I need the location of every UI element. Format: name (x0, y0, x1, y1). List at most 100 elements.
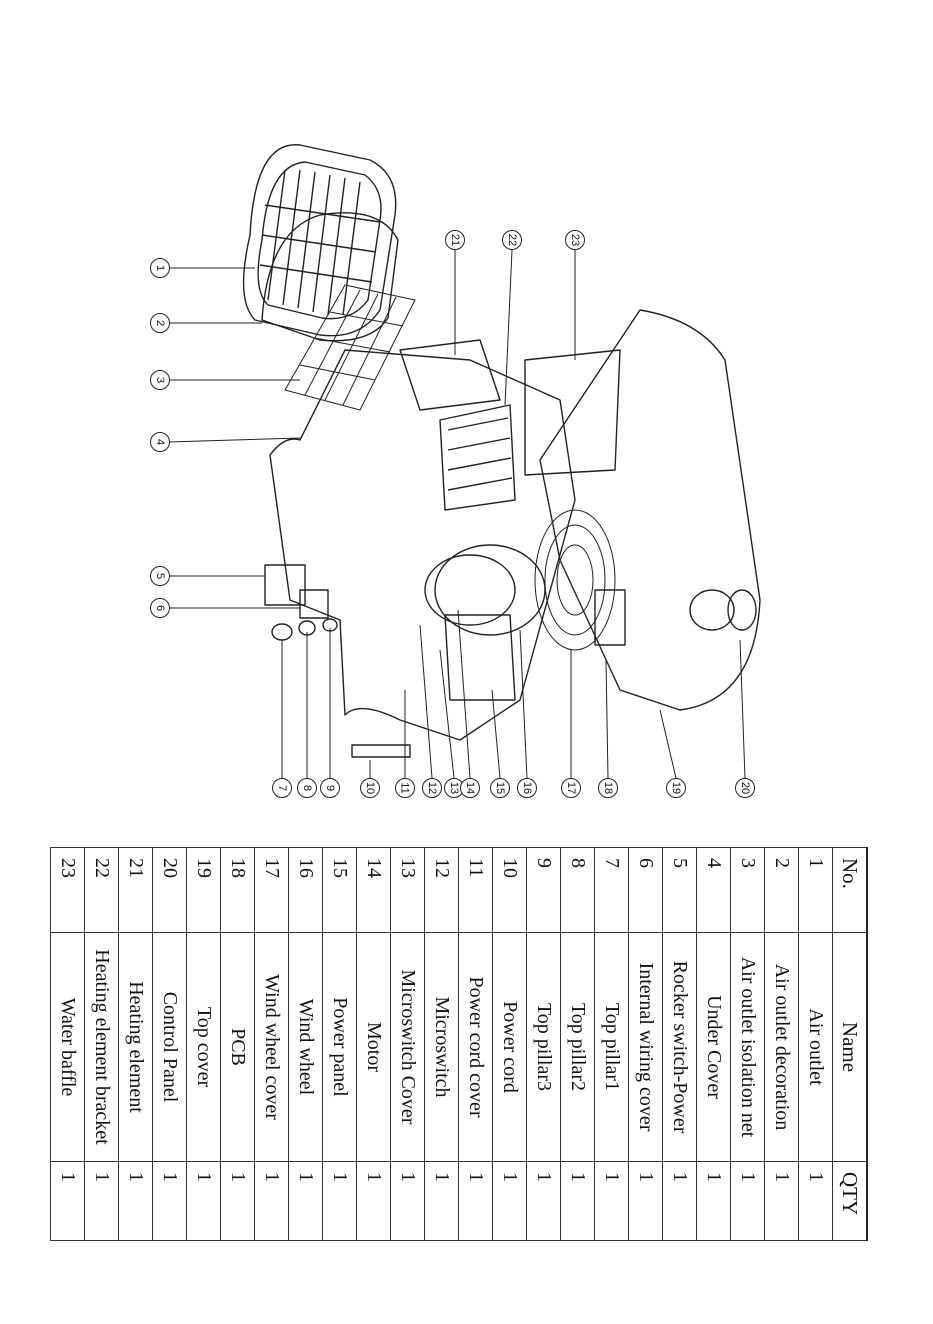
cell-name: Power cord cover (458, 932, 493, 1162)
cell-qty: 1 (424, 1161, 459, 1241)
cell-name: Internal wiring cover (628, 932, 663, 1162)
cell-qty: 1 (696, 1161, 731, 1241)
air-outlet-decoration-drawing (261, 212, 399, 342)
cell-no: 14 (356, 847, 391, 933)
wind-wheel-cover-drawing (534, 509, 616, 651)
pcb-drawing (594, 589, 626, 646)
callout-18: 18 (598, 778, 618, 798)
cell-no: 7 (594, 847, 629, 933)
power-cord-drawing (351, 744, 411, 758)
cell-qty: 1 (560, 1161, 595, 1241)
cell-name: PCB (220, 932, 255, 1162)
cell-name: Air outlet (798, 932, 833, 1162)
callout-22: 22 (502, 230, 522, 250)
cell-qty: 1 (288, 1161, 323, 1241)
cell-name: Microswitch (424, 932, 459, 1162)
cell-qty: 1 (594, 1161, 629, 1241)
callout-12: 12 (422, 778, 442, 798)
callout-14: 14 (460, 778, 480, 798)
callout-2: 2 (150, 313, 170, 333)
cell-no: 18 (220, 847, 255, 933)
cell-name: Wind wheel (288, 932, 323, 1162)
header-no: No. (832, 847, 867, 933)
cell-qty: 1 (118, 1161, 153, 1241)
cell-qty: 1 (322, 1161, 357, 1241)
isolation-net-drawing (284, 284, 416, 411)
exploded-view-diagram: 1 2 3 4 5 6 7 8 9 10 11 12 13 14 15 16 1… (150, 144, 761, 798)
callout-21: 21 (445, 230, 465, 250)
callout-1: 1 (150, 258, 170, 278)
top-cover-drawing (539, 309, 761, 711)
wiring-cover-drawing (299, 589, 329, 619)
callout-20: 20 (735, 778, 755, 798)
callout-16: 16 (517, 778, 537, 798)
rocker-switch-drawing (264, 564, 306, 606)
cell-qty: 1 (730, 1161, 765, 1241)
callout-19: 19 (666, 778, 686, 798)
callout-9: 9 (320, 778, 340, 798)
cell-no: 8 (560, 847, 595, 933)
cell-name: Top cover (186, 932, 221, 1162)
cell-name: Control Panel (152, 932, 187, 1162)
cell-no: 12 (424, 847, 459, 933)
cell-name: Microswitch Cover (390, 932, 425, 1162)
cell-no: 22 (84, 847, 119, 933)
cell-qty: 1 (764, 1161, 799, 1241)
cell-no: 9 (526, 847, 561, 933)
cell-no: 10 (492, 847, 527, 933)
cell-qty: 1 (254, 1161, 289, 1241)
cell-name: Heating element (118, 932, 153, 1162)
cell-qty: 1 (628, 1161, 663, 1241)
cell-name: Wind wheel cover (254, 932, 289, 1162)
cell-qty: 1 (50, 1161, 85, 1241)
cell-qty: 1 (798, 1161, 833, 1241)
cell-no: 20 (152, 847, 187, 933)
cell-name: Under Cover (696, 932, 731, 1162)
cell-name: Power panel (322, 932, 357, 1162)
callout-10: 10 (360, 778, 380, 798)
callout-15: 15 (490, 778, 510, 798)
cell-qty: 1 (152, 1161, 187, 1241)
cell-qty: 1 (526, 1161, 561, 1241)
top-pillar3-drawing (322, 618, 338, 632)
control-panel-drawing (689, 589, 757, 631)
cell-no: 5 (662, 847, 697, 933)
cell-qty: 1 (220, 1161, 255, 1241)
cell-qty: 1 (492, 1161, 527, 1241)
cell-no: 15 (322, 847, 357, 933)
exploded-drawing (167, 144, 761, 779)
callout-17: 17 (561, 778, 581, 798)
cell-no: 13 (390, 847, 425, 933)
cell-name: Air outlet isolation net (730, 932, 765, 1162)
heating-element-drawing (399, 339, 516, 511)
cell-name: Rocker switch-Power (662, 932, 697, 1162)
cell-qty: 1 (356, 1161, 391, 1241)
under-cover-drawing (269, 349, 576, 741)
cell-no: 4 (696, 847, 731, 933)
cell-name: Motor (356, 932, 391, 1162)
cell-name: Power cord (492, 932, 527, 1162)
top-pillar2-drawing (298, 620, 316, 636)
callout-4: 4 (150, 432, 170, 452)
callout-11: 11 (395, 778, 415, 798)
cell-no: 1 (798, 847, 833, 933)
callout-5: 5 (150, 566, 170, 586)
header-name: Name (832, 932, 867, 1162)
